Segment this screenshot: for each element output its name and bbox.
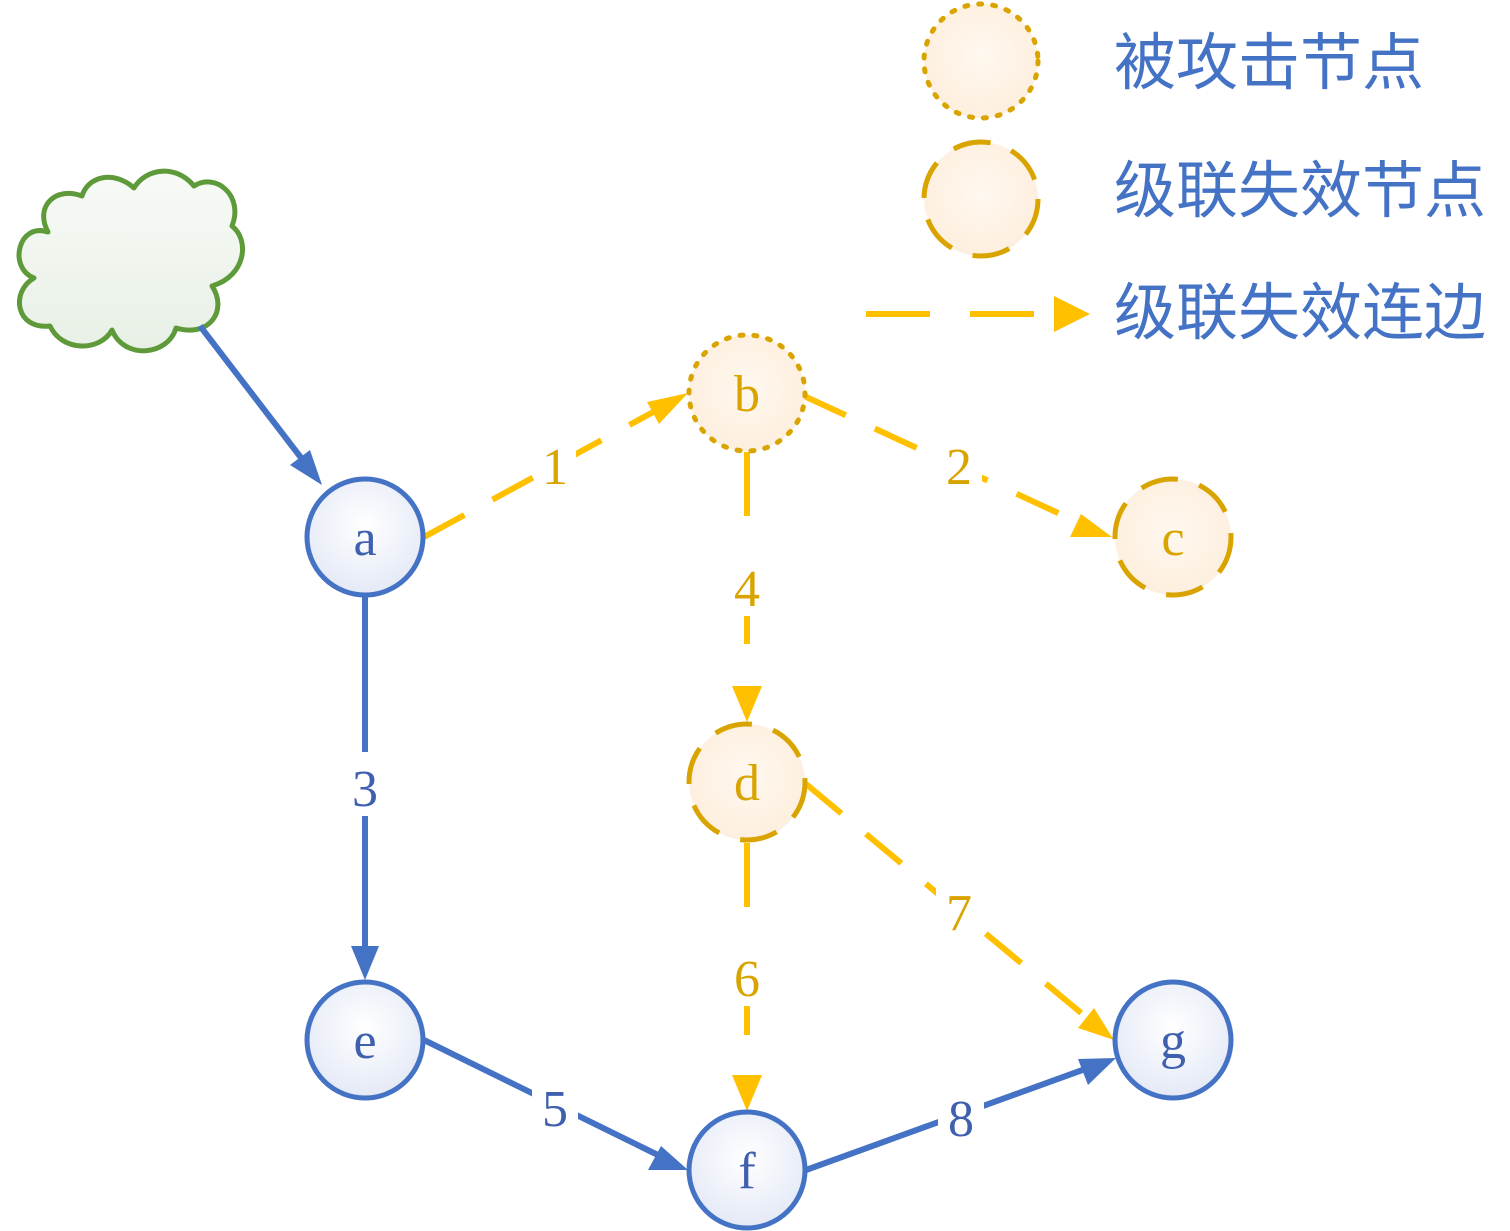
svg-text:g: g <box>1160 1013 1186 1070</box>
svg-text:6: 6 <box>734 951 760 1008</box>
svg-text:c: c <box>1161 510 1184 567</box>
node-d: d <box>686 721 808 843</box>
svg-text:e: e <box>353 1013 376 1070</box>
svg-text:2: 2 <box>946 439 972 496</box>
edge-label-6: 6 <box>722 942 772 1008</box>
svg-text:d: d <box>734 755 760 812</box>
node-f: f <box>686 1109 808 1231</box>
legend-cascade-edge: 级联失效连边 <box>866 276 1486 349</box>
svg-text:7: 7 <box>946 885 972 942</box>
svg-text:1: 1 <box>542 439 568 496</box>
node-c: c <box>1112 476 1234 598</box>
edge-label-3: 3 <box>340 752 390 818</box>
edge-label-8: 8 <box>938 1086 984 1148</box>
svg-text:被攻击节点: 被攻击节点 <box>1114 26 1424 99</box>
legend-dotted-circle-icon <box>921 1 1041 121</box>
svg-text:级联失效连边: 级联失效连边 <box>1114 276 1486 349</box>
svg-text:f: f <box>738 1143 756 1200</box>
legend-attacked-node: 被攻击节点 <box>921 1 1424 121</box>
cloud-icon <box>16 168 246 354</box>
svg-text:b: b <box>734 366 760 423</box>
node-b: b <box>686 332 808 454</box>
legend-dashed-circle-icon <box>921 139 1041 259</box>
edge-source <box>197 324 322 485</box>
edge-label-5: 5 <box>532 1076 578 1138</box>
edge-label-1: 1 <box>534 436 576 496</box>
legend-cascade-node: 级联失效节点 <box>921 139 1486 259</box>
svg-text:3: 3 <box>352 761 378 818</box>
edge-6 <box>732 843 762 1111</box>
svg-text:a: a <box>353 510 376 567</box>
edge-label-7: 7 <box>936 880 982 942</box>
node-g: g <box>1112 979 1234 1101</box>
svg-text:5: 5 <box>542 1081 568 1138</box>
svg-text:4: 4 <box>734 561 760 618</box>
node-a: a <box>304 476 426 598</box>
legend: 被攻击节点 级联失效节点 级联失效连边 <box>866 1 1486 349</box>
edge-4 <box>732 452 762 722</box>
edge-1 <box>422 393 688 540</box>
edge-label-4: 4 <box>722 552 772 618</box>
edge-label-2: 2 <box>936 436 982 496</box>
svg-text:8: 8 <box>948 1091 974 1148</box>
svg-text:级联失效节点: 级联失效节点 <box>1114 154 1486 227</box>
node-e: e <box>304 979 426 1101</box>
edge-2 <box>802 393 1112 537</box>
